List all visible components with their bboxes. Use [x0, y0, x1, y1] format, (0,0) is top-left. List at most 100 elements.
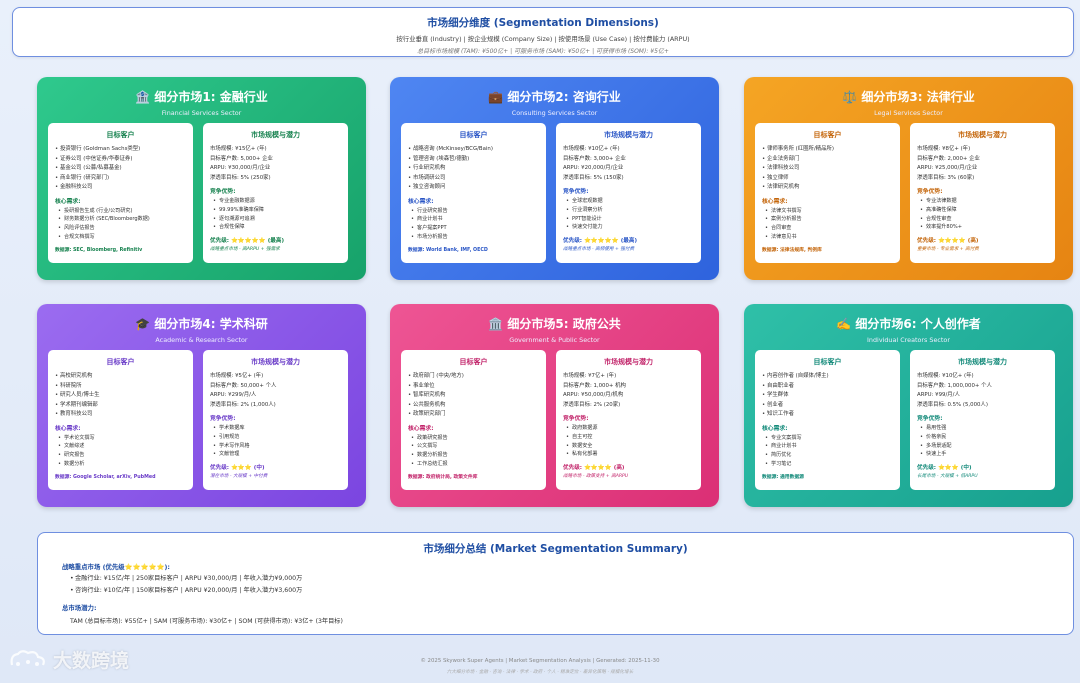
customer-item: 商业银行 (研究部门)	[55, 174, 186, 184]
customer-item: 企业法务部门	[762, 155, 893, 165]
customer-item: 高校研究机构	[55, 372, 186, 382]
data-source: 数据源: 政府统计局, 政策文件库	[408, 475, 478, 481]
need-item: 行业研究报告	[408, 207, 539, 216]
customer-item: 科研院所	[55, 382, 186, 392]
advantage-item: 多场景适配	[917, 442, 1048, 451]
advantages-list: 政府数据源自主可控数据安全私有化部署	[563, 424, 694, 459]
priority-note: 战略重点市场 - 高频使用 + 强付费	[563, 246, 635, 252]
stat-item: ARPU: ¥299/月/人	[210, 392, 257, 399]
panel-heading: 目标客户	[459, 131, 488, 139]
segment-card-3: ⚖️ 细分市场3: 法律行业 Legal Services Sector 目标客…	[744, 77, 1073, 280]
footer-tagline: 六大细分市场 · 金融 · 咨询 · 法律 · 学术 · 政府 · 个人 · 精…	[446, 670, 634, 675]
segment-subtitle: Legal Services Sector	[874, 109, 943, 117]
market-size-line: 总目标市场规模 (TAM): ¥500亿+ | 可服务市场 (SAM): ¥50…	[417, 48, 669, 55]
needs-list: 行业研究报告商业计划书客户提案PPT市场分析报告	[408, 207, 539, 242]
total-potential-heading: 总市场潜力:	[62, 603, 97, 612]
advantage-item: 快速交付能力	[563, 223, 694, 232]
panel-heading: 市场规模与潜力	[958, 358, 1007, 366]
needs-list: 学术论文撰写文献综述研究报告数据分析	[55, 434, 186, 469]
need-item: 专业文案撰写	[762, 434, 893, 443]
need-item: 政策研究报告	[408, 434, 539, 443]
data-source: 数据源: 法律法规库, 判例库	[762, 248, 822, 254]
segment-card-1: 🏦 细分市场1: 金融行业 Financial Services Sector …	[37, 77, 366, 280]
stat-item: 渗透率目标: 5% (250家)	[210, 174, 271, 181]
advantage-item: 合规性保障	[210, 223, 341, 232]
need-item: 法律意见书	[762, 233, 893, 242]
priority-note: 战略重点市场 - 高ARPU + 强需求	[210, 246, 280, 252]
customer-item: 行业研究机构	[408, 164, 539, 174]
total-potential-line: TAM (总目标市场): ¥55亿+ | SAM (可服务市场): ¥30亿+ …	[70, 617, 343, 625]
advantage-item: 效率提升80%+	[917, 223, 1048, 232]
stat-item: 渗透率目标: 2% (20家)	[563, 401, 621, 408]
advantages-heading: 竞争优势:	[210, 416, 236, 423]
panel-heading: 市场规模与潜力	[958, 131, 1007, 139]
priority-note: 长尾市场 - 大规模 + 低ARPU	[917, 473, 978, 479]
needs-list: 政策研究报告公文撰写数据分析报告工作总结汇报	[408, 434, 539, 469]
needs-heading: 核心需求:	[762, 198, 788, 205]
segment-icon: 🏦	[135, 90, 151, 104]
watermark-logo-icon	[10, 649, 45, 666]
segment-icon: 🎓	[135, 317, 151, 331]
data-source: 数据源: Google Scholar, arXiv, PubMed	[55, 475, 156, 481]
advantage-item: 高准确性保障	[917, 206, 1048, 215]
priority-note: 重要市场 - 专业需求 + 高付费	[917, 246, 979, 252]
needs-heading: 核心需求:	[408, 425, 434, 432]
priority-rating: 优先级: ⭐⭐⭐⭐⭐ (最高)	[563, 237, 638, 244]
need-item: 案例分析报告	[762, 215, 893, 224]
need-item: 研究报告	[55, 451, 186, 460]
need-item: 工作总结汇报	[408, 460, 539, 469]
stat-item: 目标客户数: 50,000+ 个人	[210, 382, 277, 389]
advantage-item: 逐句溯源可追溯	[210, 215, 341, 224]
needs-list: 法律文书撰写案例分析报告合同审查法律意见书	[762, 207, 893, 242]
segment-title: ✍️ 细分市场6: 个人创作者	[836, 317, 981, 331]
needs-list: 投研报告生成 (行业/公司研究)财务数据分析 (SEC/Bloomberg数据)…	[55, 207, 186, 242]
summary-panel: 市场细分总结 (Market Segmentation Summary) 战略重…	[37, 532, 1074, 635]
target-customers-panel: 目标客户 高校研究机构科研院所研究人员/博士生学术期刊编辑部教育科技公司 核心需…	[48, 350, 193, 490]
customer-item: 政策研究部门	[408, 410, 539, 420]
data-source: 数据源: 通用数据源	[762, 475, 804, 481]
summary-title: 市场细分总结 (Market Segmentation Summary)	[423, 543, 688, 555]
panel-heading: 目标客户	[106, 358, 135, 366]
stat-item: 市场规模: ¥10亿+ (年)	[917, 373, 974, 380]
panel-heading: 市场规模与潜力	[604, 131, 653, 139]
advantage-item: 学术数据库	[210, 424, 341, 433]
stat-item: ARPU: ¥99/月/人	[917, 392, 960, 399]
priority-rating: 优先级: ⭐⭐⭐ (中)	[917, 464, 972, 471]
advantage-item: 政府数据源	[563, 424, 694, 433]
segment-subtitle: Financial Services Sector	[161, 109, 242, 117]
need-item: 学术论文撰写	[55, 434, 186, 443]
advantages-list: 专业金融数据源99.99%准确率保障逐句溯源可追溯合规性保障	[210, 197, 341, 232]
stat-item: 市场规模: ¥7亿+ (年)	[563, 373, 617, 380]
customer-item: 政府部门 (中央/地方)	[408, 372, 539, 382]
advantage-item: 99.99%准确率保障	[210, 206, 341, 215]
segment-card-5: 🏛️ 细分市场5: 政府公共 Government & Public Secto…	[390, 304, 719, 507]
segment-title: 💼 细分市场2: 咨询行业	[488, 90, 621, 104]
segment-title: ⚖️ 细分市场3: 法律行业	[842, 90, 975, 104]
customer-item: 独立咨询顾问	[408, 183, 539, 193]
customer-item: 战略咨询 (McKinsey/BCG/Bain)	[408, 145, 539, 155]
segment-subtitle: Individual Creators Sector	[867, 336, 950, 344]
target-customers-panel: 目标客户 战略咨询 (McKinsey/BCG/Bain)管理咨询 (埃森哲/德…	[401, 123, 546, 263]
need-item: 公文撰写	[408, 442, 539, 451]
need-item: 合规文档撰写	[55, 233, 186, 242]
need-item: 文献综述	[55, 442, 186, 451]
segment-title: 🏦 细分市场1: 金融行业	[135, 90, 268, 104]
customer-item: 金融科技公司	[55, 183, 186, 193]
customer-item: 智库研究机构	[408, 391, 539, 401]
strategic-list: 金融行业: ¥15亿/年 | 250家目标客户 | ARPU ¥30,000/月…	[62, 573, 1049, 597]
need-item: 数据分析报告	[408, 451, 539, 460]
advantages-list: 易用性强价格亲民多场景适配快速上手	[917, 424, 1048, 459]
segmentation-dimensions-header: 市场细分维度 (Segmentation Dimensions) 按行业垂直 (…	[12, 7, 1074, 57]
customer-item: 学生群体	[762, 391, 893, 401]
advantages-list: 学术数据库引用规范学术写作风格文献管理	[210, 424, 341, 459]
customer-item: 法律科技公司	[762, 164, 893, 174]
strategic-item: 咨询行业: ¥10亿/年 | 150家目标客户 | ARPU ¥20,000/月…	[70, 585, 1049, 597]
customer-item: 独立律师	[762, 174, 893, 184]
needs-list: 专业文案撰写商业计划书简历优化学习笔记	[762, 434, 893, 469]
